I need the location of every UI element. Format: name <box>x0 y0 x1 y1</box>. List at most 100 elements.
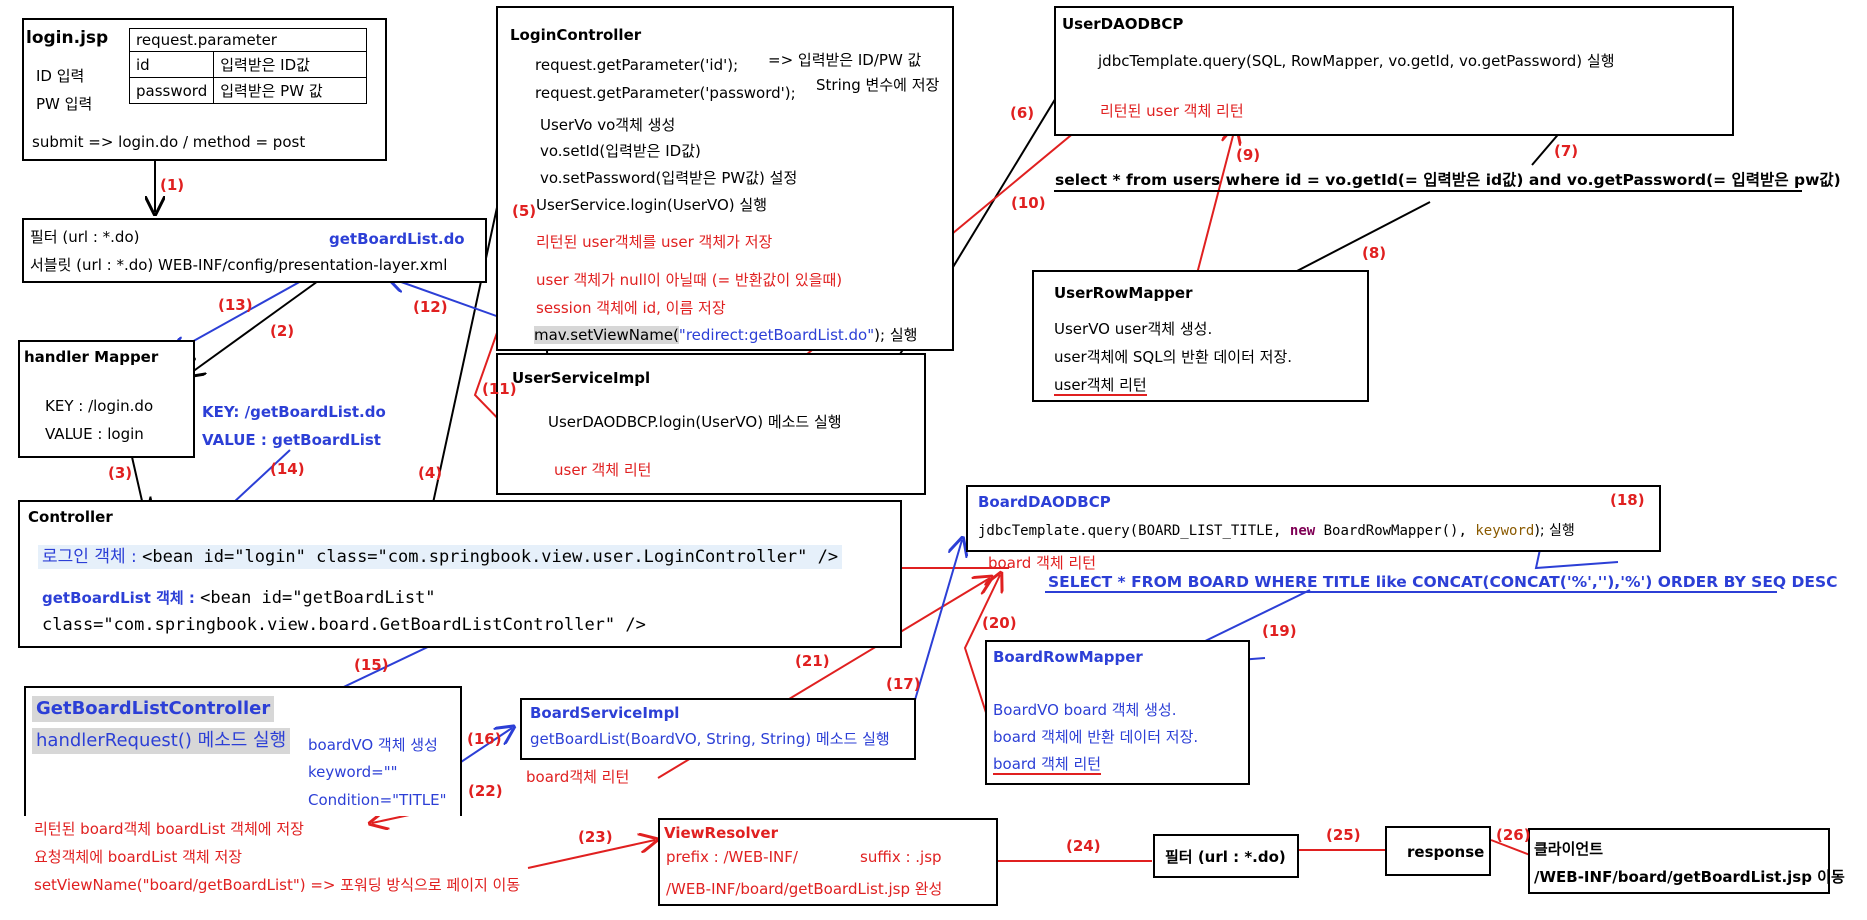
urm-line: UserVO user객체 생성. <box>1054 320 1213 338</box>
id-input-label: ID 입력 <box>36 67 85 85</box>
step-label: (17) <box>886 675 921 693</box>
gbl-bean-prefix: getBoardList 객체 : <box>42 589 201 607</box>
q-method: query <box>1087 523 1130 539</box>
sql-user: select * from users where id = vo.getId(… <box>1055 171 1841 189</box>
user-daodbcp-box: UserDAODBCP jdbcTemplate.query(SQL, RowM… <box>1054 6 1734 136</box>
step-label: (11) <box>482 380 517 398</box>
gbl-bean-xml-1: <bean id="getBoardList" <box>200 588 436 608</box>
param-header: request.parameter <box>128 28 368 52</box>
q-new: new <box>1289 523 1316 539</box>
handler-mapper-key: KEY : /login.do <box>45 397 154 415</box>
param-name: id <box>128 51 215 78</box>
lc-red-line: session 객체에 id, 이름 저장 <box>536 299 726 317</box>
q-arg2: BoardRowMapper(), <box>1315 523 1476 539</box>
gblc-red-line: 요청객체에 boardList 객체 저장 <box>34 848 243 866</box>
brm-title: BoardRowMapper <box>993 648 1143 666</box>
usi-line: UserDAODBCP.login(UserVO) 메소드 실행 <box>548 413 842 431</box>
vr-prefix: prefix : /WEB-INF/ <box>666 848 798 866</box>
lc-note-1: => 입력받은 ID/PW 값 <box>768 51 922 69</box>
filter-line-2: 서블릿 (url : *.do) WEB-INF/config/presenta… <box>30 256 448 274</box>
lc-line: vo.setId(입력받은 ID값) <box>540 142 701 160</box>
param-name: password <box>128 77 215 104</box>
client-path: /WEB-INF/board/getBoardList.jsp 이동 <box>1534 868 1845 886</box>
gblc-blue-line: boardVO 객체 생성 <box>308 736 438 754</box>
step-label: (7) <box>1554 142 1579 160</box>
step-label: (4) <box>418 464 443 482</box>
response-label: response <box>1407 843 1485 861</box>
handler-mapper-title: handler Mapper <box>24 348 159 366</box>
user-daodbcp-line: jdbcTemplate.query(SQL, RowMapper, vo.ge… <box>1098 52 1615 70</box>
lc-red-line: 리턴된 user객체를 user 객체가 저장 <box>536 233 773 251</box>
lc-line: vo.setPassword(입력받은 PW값) 설정 <box>540 169 798 187</box>
usi-title: UserServiceImpl <box>512 369 651 387</box>
client-title: 클라이언트 <box>1534 840 1604 858</box>
login-bean-xml: <bean id="login" class="com.springbook.v… <box>142 547 839 567</box>
filter-box: 필터 (url : *.do) 서블릿 (url : *.do) WEB-INF… <box>22 218 487 283</box>
step-label: (5) <box>512 202 537 220</box>
urm-title: UserRowMapper <box>1054 284 1193 302</box>
step-label: (12) <box>413 298 448 316</box>
q-pre: jdbcTemplate. <box>978 523 1088 539</box>
gblc-blue-line: keyword="" <box>308 763 398 781</box>
handler-mapper-value: VALUE : login <box>45 425 144 443</box>
lc-line: request.getParameter('id'); <box>535 56 739 74</box>
bsi-title: BoardServiceImpl <box>530 704 680 722</box>
step-label: (8) <box>1362 244 1387 262</box>
brm-line: board 객체 리턴 <box>993 755 1102 775</box>
controller-title: Controller <box>28 508 113 526</box>
user-row-mapper-box: UserRowMapper UserVO user객체 생성. user객체에 … <box>1032 270 1369 402</box>
vr-suffix: suffix : .jsp <box>860 848 942 866</box>
step-label: (23) <box>578 828 613 846</box>
login-controller-title: LoginController <box>510 26 642 44</box>
q-end: ); 실행 <box>1534 523 1575 539</box>
step-label: (24) <box>1066 837 1101 855</box>
handler-mapper-box: handler Mapper KEY : /login.do VALUE : l… <box>18 340 195 458</box>
gblc-method: handlerRequest() 메소드 실행 <box>32 728 291 754</box>
urm-line: user객체에 SQL의 반환 데이터 저장. <box>1054 348 1293 366</box>
user-service-impl-box: UserServiceImpl UserDAODBCP.login(UserVO… <box>496 353 926 495</box>
step-label: (20) <box>982 614 1017 632</box>
step-label: (18) <box>1610 491 1645 509</box>
board-daodbcp-box: BoardDAODBCP jdbcTemplate.query(BOARD_LI… <box>966 485 1661 552</box>
bsi-line: getBoardList(BoardVO, String, String) 메소… <box>530 730 890 748</box>
step-label: (25) <box>1326 826 1361 844</box>
sql-board: SELECT * FROM BOARD WHERE TITLE like CON… <box>1048 573 1838 591</box>
step-label: (10) <box>1011 194 1046 212</box>
gblc-title: GetBoardListController <box>32 696 275 722</box>
vr-title: ViewResolver <box>664 824 778 842</box>
lc-line: UserVo vo객체 생성 <box>540 116 676 134</box>
handler-mapper-blue-key: KEY: /getBoardList.do <box>202 403 386 421</box>
filter2-label: 필터 (url : *.do) <box>1165 848 1286 866</box>
board-daodbcp-return: board 객체 리턴 <box>988 554 1097 572</box>
q-keyword: keyword <box>1475 523 1535 539</box>
urm-line: user객체 리턴 <box>1054 376 1147 396</box>
user-daodbcp-return: 리턴된 user 객체 리턴 <box>1100 102 1244 120</box>
q-arg1: (BOARD_LIST_TITLE, <box>1129 523 1290 539</box>
brm-line: BoardVO board 객체 생성. <box>993 701 1177 719</box>
board-service-impl-box: BoardServiceImpl getBoardList(BoardVO, S… <box>520 698 916 760</box>
usi-return: user 객체 리턴 <box>554 461 652 479</box>
sql-user-underline <box>1054 190 1802 192</box>
login-bean-line: 로그인 객체 : <bean id="login" class="com.spr… <box>38 545 843 570</box>
response-box: response <box>1385 826 1491 876</box>
lc-line: UserService.login(UserVO) 실행 <box>536 196 768 214</box>
brm-line: board 객체에 반환 데이터 저장. <box>993 728 1199 746</box>
controller-box: Controller 로그인 객체 : <bean id="login" cla… <box>18 500 902 648</box>
param-value: 입력받은 ID값 <box>213 51 368 78</box>
gblc-red-line: setViewName("board/getBoardList") => 포워딩… <box>34 876 521 894</box>
filter-line-1: 필터 (url : *.do) <box>30 228 140 246</box>
bsi-return: board객체 리턴 <box>526 768 630 786</box>
get-board-list-controller-box: GetBoardListController handlerRequest() … <box>24 686 462 816</box>
param-value: 입력받은 PW 값 <box>213 77 368 104</box>
filter-getboardlist: getBoardList.do <box>329 230 465 248</box>
step-label: (15) <box>354 656 389 674</box>
login-jsp-title: login.jsp <box>26 28 109 48</box>
login-controller-box: LoginController request.getParameter('id… <box>496 6 954 351</box>
step-label: (13) <box>218 296 253 314</box>
handler-mapper-blue-value: VALUE : getBoardList <box>202 431 381 449</box>
login-jsp-box: login.jsp ID 입력 PW 입력 request.parameter … <box>22 18 387 161</box>
gblc-blue-line: Condition="TITLE" <box>308 791 447 809</box>
lc-note-2: String 변수에 저장 <box>816 76 940 94</box>
step-label: (26) <box>1496 826 1531 844</box>
